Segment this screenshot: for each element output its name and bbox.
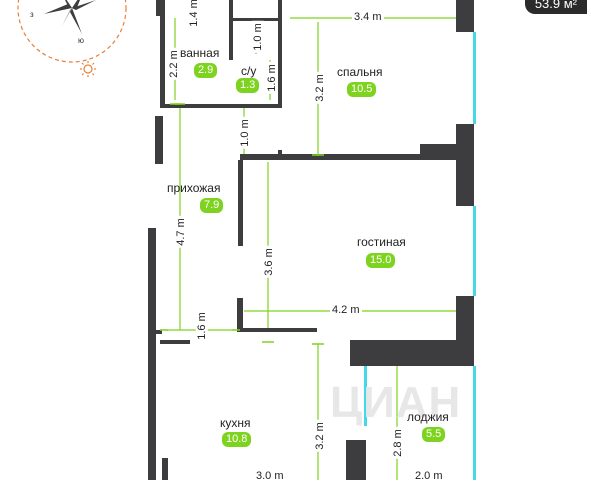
room-area-kitchen: 10.8	[222, 432, 252, 447]
room-name-bedroom: спальня	[337, 65, 383, 79]
room-area-loggia: 5.5	[422, 427, 446, 442]
dim-living-width: 4.2 m	[330, 304, 362, 316]
dim-living-height: 3.6 m	[262, 246, 275, 278]
dimension-ticks	[160, 103, 324, 345]
dim-hall-height: 4.7 m	[174, 216, 187, 248]
dim-bedroom-width: 3.4 m	[352, 11, 384, 23]
room-area-hallway: 7.9	[200, 198, 224, 213]
total-area-badge: 53.9 м²	[524, 0, 587, 14]
room-area-bathroom: 2.9	[194, 63, 218, 78]
dim-wc-side: 1.6 m	[265, 62, 278, 94]
dim-loggia-width: 2.0 m	[413, 470, 445, 482]
room-name-living: гостиная	[357, 235, 406, 249]
dim-kitchen-height: 3.2 m	[313, 420, 326, 452]
sun-icon	[80, 61, 96, 77]
room-area-bedroom: 10.5	[347, 82, 377, 97]
dim-loggia-height: 2.8 m	[391, 427, 404, 459]
room-name-wc: с/у	[241, 64, 257, 78]
dim-bath-width: 1.4 m	[187, 0, 200, 29]
room-name-loggia: лоджия	[407, 410, 449, 424]
room-area-living: 15.0	[366, 253, 396, 268]
dim-corridor: 1.0 m	[238, 117, 251, 149]
compass-rose	[17, 0, 127, 63]
walls	[148, 0, 474, 480]
dim-hall-width: 1.6 m	[195, 310, 208, 342]
dim-bedroom-height: 3.2 m	[313, 72, 326, 104]
room-name-hallway: прихожая	[167, 181, 221, 195]
dim-kitchen-width: 3.0 m	[254, 470, 286, 482]
compass-west-letter: з	[30, 10, 34, 19]
dim-wc-top: 1.0 m	[251, 21, 264, 53]
dim-bath-height: 2.2 m	[167, 48, 180, 80]
room-area-wc: 1.3	[236, 78, 260, 93]
compass-south-letter: ю	[78, 36, 84, 45]
room-name-kitchen: кухня	[220, 416, 251, 430]
windows	[364, 32, 476, 480]
room-name-bathroom: ванная	[180, 46, 220, 60]
watermark: ЦИАН	[330, 378, 462, 427]
